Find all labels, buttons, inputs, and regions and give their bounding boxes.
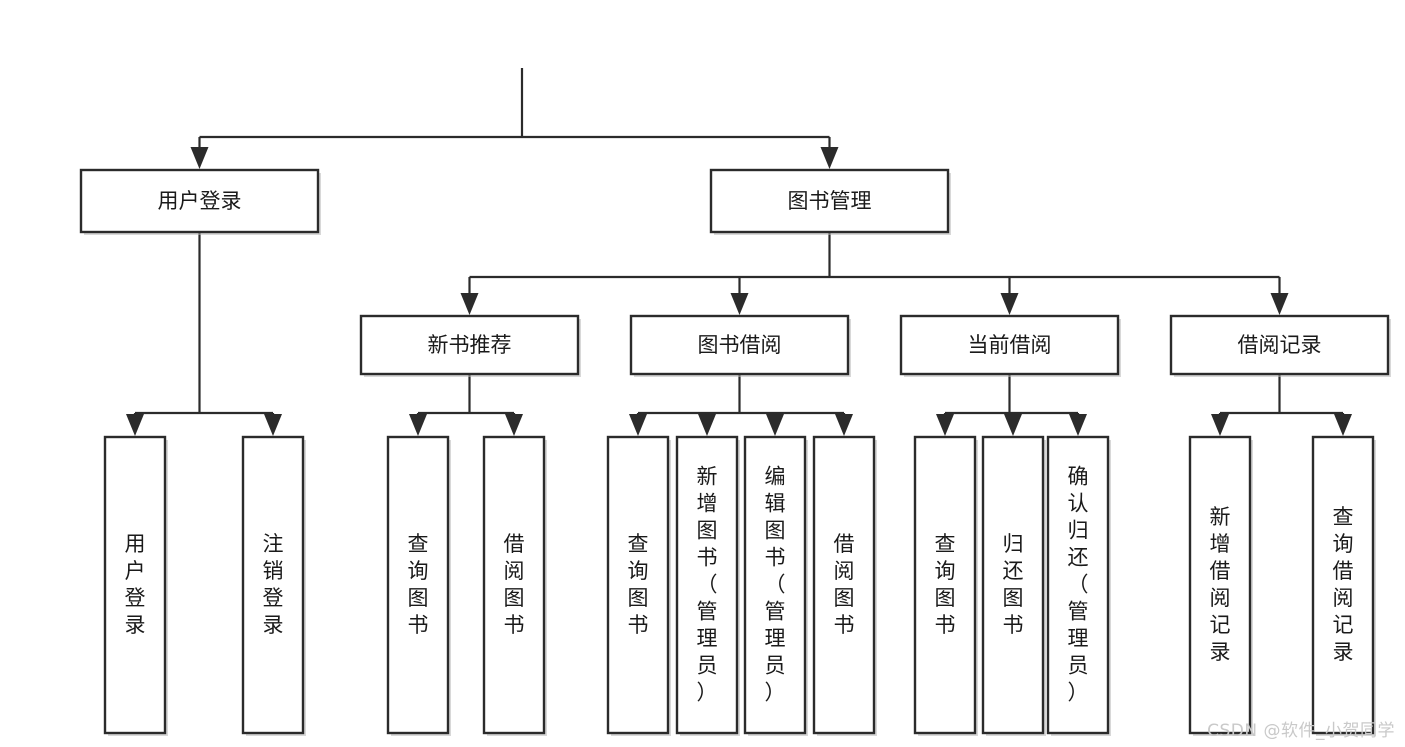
arrow-head-icon	[820, 147, 839, 169]
node-label: 查询图书	[935, 532, 956, 637]
box-outline	[675, 435, 739, 735]
node-label: 借阅图书	[504, 532, 525, 637]
arrow-head-icon	[730, 293, 749, 315]
leaf-leaf-query-book-1[interactable]: 查询图书	[386, 435, 451, 736]
arrow-head-icon	[505, 414, 523, 436]
arrow-head-icon	[698, 414, 716, 436]
node-label: 编辑图书（管理员）	[765, 465, 786, 705]
box-outline	[1169, 314, 1390, 376]
arrow-head-icon	[460, 293, 479, 315]
node-boxes: 用户登录图书管理新书推荐图书借阅当前借阅借阅记录用户登录注销登录查询图书借阅图书…	[79, 168, 1391, 736]
box-outline	[1046, 435, 1110, 735]
node-label: 当前借阅	[968, 333, 1052, 357]
connector-lines	[126, 68, 1352, 436]
arrow-head-icon	[766, 414, 784, 436]
leaf-leaf-borrow-book-2[interactable]: 借阅图书	[812, 435, 877, 736]
leaf-leaf-query-book-2[interactable]: 查询图书	[606, 435, 671, 736]
box-outline	[981, 435, 1045, 735]
node-label: 图书借阅	[698, 333, 782, 357]
leaf-leaf-add-record[interactable]: 新增借阅记录	[1188, 435, 1253, 736]
node-label: 用户登录	[158, 189, 242, 213]
node-book-manage[interactable]: 图书管理	[709, 168, 951, 235]
arrow-head-icon	[835, 414, 853, 436]
box-outline	[241, 435, 305, 735]
arrow-head-icon	[1004, 414, 1022, 436]
box-outline	[743, 435, 807, 735]
node-borrow-record[interactable]: 借阅记录	[1169, 314, 1391, 377]
node-label: 查询借阅记录	[1333, 505, 1354, 664]
box-outline	[359, 314, 580, 376]
node-user-login[interactable]: 用户登录	[79, 168, 321, 235]
arrow-head-icon	[1211, 414, 1229, 436]
node-label: 查询图书	[628, 532, 649, 637]
node-label: 新增借阅记录	[1210, 505, 1231, 664]
leaf-leaf-logout[interactable]: 注销登录	[241, 435, 306, 736]
node-label: 查询图书	[408, 532, 429, 637]
node-label: 图书管理	[788, 189, 872, 213]
arrow-head-icon	[409, 414, 427, 436]
arrow-head-icon	[190, 147, 209, 169]
node-current-borrow[interactable]: 当前借阅	[899, 314, 1121, 377]
leaf-leaf-edit-book[interactable]: 编辑图书（管理员）	[743, 435, 808, 736]
leaf-leaf-return-book[interactable]: 归还图书	[981, 435, 1046, 736]
box-outline	[913, 435, 977, 735]
node-book-borrow[interactable]: 图书借阅	[629, 314, 851, 377]
node-label: 归还图书	[1003, 532, 1024, 637]
node-new-book-recommend[interactable]: 新书推荐	[359, 314, 581, 377]
arrow-head-icon	[1334, 414, 1352, 436]
arrow-head-icon	[1270, 293, 1289, 315]
leaf-leaf-query-book-3[interactable]: 查询图书	[913, 435, 978, 736]
watermark-text: CSDN @软件_小贺同学	[1207, 721, 1395, 741]
arrow-head-icon	[264, 414, 282, 436]
node-label: 确认归还（管理员）	[1068, 465, 1089, 705]
arrow-head-icon	[1000, 293, 1019, 315]
leaf-leaf-query-record[interactable]: 查询借阅记录	[1311, 435, 1376, 736]
box-outline	[1311, 435, 1375, 735]
arrow-head-icon	[126, 414, 144, 436]
box-outline	[103, 435, 167, 735]
box-outline	[709, 168, 950, 234]
arrow-head-icon	[936, 414, 954, 436]
node-label: 注销登录	[263, 532, 284, 637]
node-label: 借阅图书	[834, 532, 855, 637]
leaf-leaf-confirm-return[interactable]: 确认归还（管理员）	[1046, 435, 1111, 736]
box-outline	[482, 435, 546, 735]
node-label: 新增图书（管理员）	[697, 465, 718, 705]
node-label: 新书推荐	[428, 333, 512, 357]
arrow-head-icon	[1069, 414, 1087, 436]
leaf-leaf-borrow-book-1[interactable]: 借阅图书	[482, 435, 547, 736]
box-outline	[629, 314, 850, 376]
box-outline	[606, 435, 670, 735]
box-outline	[812, 435, 876, 735]
leaf-leaf-add-book[interactable]: 新增图书（管理员）	[675, 435, 740, 736]
box-outline	[386, 435, 450, 735]
leaf-leaf-user-login[interactable]: 用户登录	[103, 435, 168, 736]
box-outline	[1188, 435, 1252, 735]
box-outline	[79, 168, 320, 234]
box-outline	[899, 314, 1120, 376]
arrow-head-icon	[629, 414, 647, 436]
node-label: 用户登录	[125, 532, 146, 637]
node-label: 借阅记录	[1238, 333, 1322, 357]
